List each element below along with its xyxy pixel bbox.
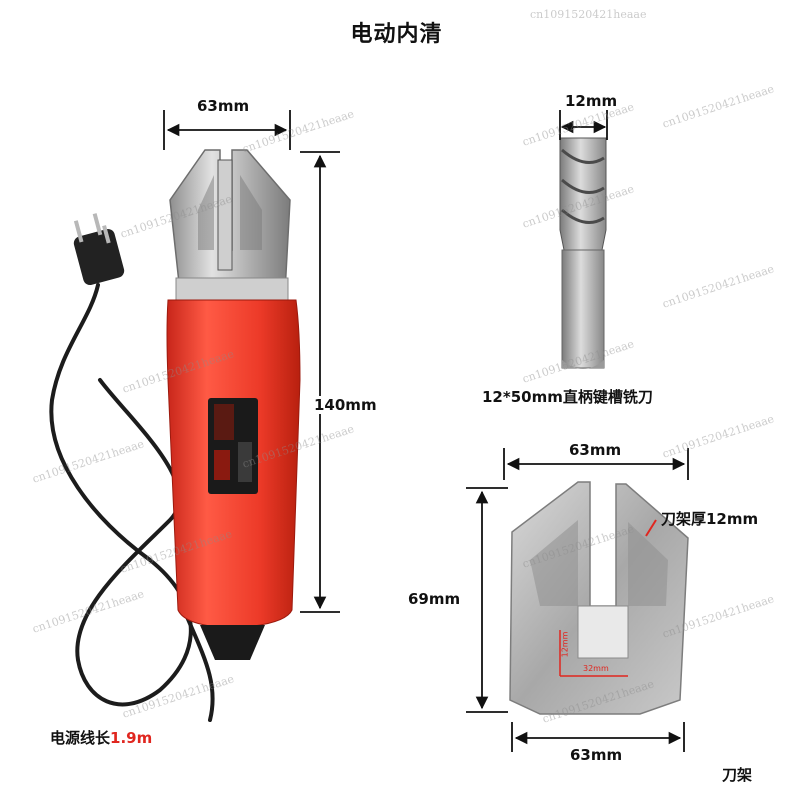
holder-top-width-label: 63mm bbox=[569, 441, 622, 459]
page-title: 电动内清 bbox=[350, 22, 443, 47]
holder-thickness-label: 刀架厚12mm bbox=[661, 510, 759, 528]
holder-inner-height-label: 12mm bbox=[560, 631, 570, 658]
holder-inner-width-label: 32mm bbox=[583, 664, 609, 673]
tool-height-label: 140mm bbox=[312, 396, 379, 414]
holder-height-dimension bbox=[466, 487, 508, 713]
cutter-holder bbox=[509, 481, 689, 715]
trimmer-tool bbox=[166, 149, 301, 660]
bit-diameter-dimension bbox=[559, 110, 608, 140]
holder-height-label: 69mm bbox=[408, 590, 461, 608]
cord-length-label: 电源线长1.9m bbox=[50, 727, 152, 748]
holder-top-width-dimension bbox=[503, 448, 689, 480]
power-plug-icon bbox=[73, 213, 125, 286]
holder-bottom-width-label: 63mm bbox=[570, 746, 623, 764]
holder-caption: 刀架 bbox=[722, 766, 753, 784]
tool-width-label: 63mm bbox=[197, 97, 250, 115]
cord-length-text: 电源线长 bbox=[50, 729, 111, 747]
tool-width-dimension bbox=[163, 110, 291, 150]
milling-bit bbox=[559, 137, 607, 369]
bit-diameter-label: 12mm bbox=[565, 92, 618, 110]
tool-height-dimension bbox=[300, 151, 340, 613]
bit-name-label: 12*50mm直柄键槽铣刀 bbox=[482, 388, 653, 406]
cord-length-value: 1.9m bbox=[110, 729, 153, 747]
holder-bottom-width-dimension bbox=[511, 722, 685, 752]
watermark: cn1091520421heaae bbox=[530, 8, 647, 21]
